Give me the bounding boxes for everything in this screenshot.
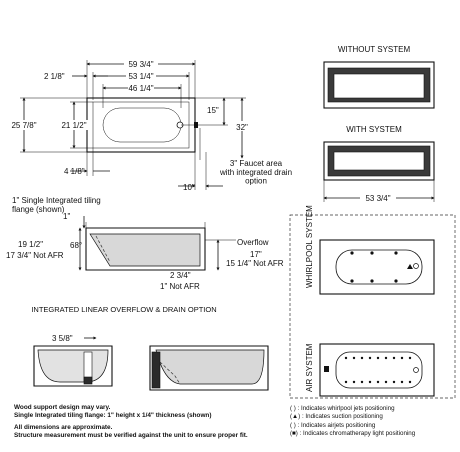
drain-height-label: 15" — [207, 106, 219, 115]
legend-symbol: (▲) — [290, 413, 301, 421]
notes-block: Wood support design may vary. Single Int… — [14, 404, 248, 439]
legend-item: ( ) : Indicates whirlpool jets positioni… — [290, 405, 415, 413]
tub-section-basin — [89, 233, 201, 267]
note-line: All dimensions are approximate. — [14, 424, 113, 432]
legend-text: : Indicates airjets positioning — [297, 421, 376, 429]
note-line: Single Integrated tiling flange: 1" heig… — [14, 411, 212, 419]
legend-text: : Indicates whirlpool jets positioning — [297, 405, 395, 412]
legend-item: ( ) : Indicates airjets positioning — [290, 422, 415, 430]
faucet-width-label: 10" — [183, 183, 195, 192]
linear-drain-icon — [83, 376, 93, 385]
legend-text: : Indicates suction positioning — [301, 413, 383, 421]
linear-overflow-title: INTEGRATED LINEAR OVERFLOW & DRAIN OPTIO… — [31, 305, 216, 314]
flange-height-label: 1" — [63, 212, 70, 221]
bottom-offset-label: 4 1/8" — [64, 167, 85, 176]
note-line: Wood support design may vary. — [14, 404, 111, 411]
legend-block: ( ) : Indicates whirlpool jets positioni… — [290, 405, 415, 438]
inner-length-label: 53 1/4" — [128, 72, 153, 81]
section-height-label: 19 1/2" — [18, 240, 43, 249]
basin-length-label: 46 1/4" — [128, 84, 153, 93]
left-offset-label: 2 1/8" — [44, 72, 65, 81]
drain-offset-label: 2 3/4" — [170, 271, 191, 280]
overflow-height-label: 17" — [250, 250, 262, 259]
without-system-title: WITHOUT SYSTEM — [338, 45, 411, 54]
chromatherapy-light-icon — [324, 366, 329, 372]
overall-length-label: 59 3/4" — [128, 60, 153, 69]
overall-width-label: 25 7/8" — [11, 121, 36, 130]
linear-overflow-view: INTEGRATED LINEAR OVERFLOW & DRAIN OPTIO… — [31, 305, 269, 391]
note-line: Structure measurement must be verified a… — [14, 431, 248, 439]
linear-dimension-label: 3 5/8" — [52, 334, 73, 343]
systems-dashed-frame — [289, 214, 456, 399]
plan-view: 59 3/4" 53 1/4" 46 1/4" 2 1/8" 25 7/8" 2… — [8, 59, 292, 192]
end-height-label: 32" — [236, 123, 248, 132]
drain-afr-label: 1" Not AFR — [160, 282, 200, 291]
whirlpool-jets — [350, 251, 413, 283]
air-jets — [344, 356, 412, 384]
linear-overflow-icon — [151, 351, 161, 389]
section-height-afr-label: 17 3/4" Not AFR — [6, 251, 64, 260]
overflow-height-afr-label: 15 1/4" Not AFR — [226, 259, 284, 268]
legend-item: (▲) : Indicates suction positioning — [290, 413, 415, 421]
legend-symbol: (■) — [290, 429, 298, 437]
legend-symbol: ( ) — [290, 421, 296, 429]
systems-views: WITHOUT SYSTEM WITH SYSTEM 53 3/4" WHIRL… — [289, 45, 456, 399]
with-system-title: WITH SYSTEM — [346, 125, 402, 134]
with-system-width-label: 53 3/4" — [365, 194, 390, 203]
inner-width-label: 21 1/2" — [61, 121, 86, 130]
whirlpool-system-label: WHIRLPOOL SYSTEM — [305, 205, 314, 288]
legend-item: (■) : Indicates chromatherapy light posi… — [290, 430, 415, 438]
legend-symbol: ( ) — [290, 405, 296, 412]
legend-text: : Indicates chromatherapy light position… — [299, 429, 416, 437]
angle-label: 68° — [70, 241, 82, 250]
air-system-label: AIR SYSTEM — [305, 343, 314, 392]
overflow-label: Overflow — [237, 238, 269, 247]
